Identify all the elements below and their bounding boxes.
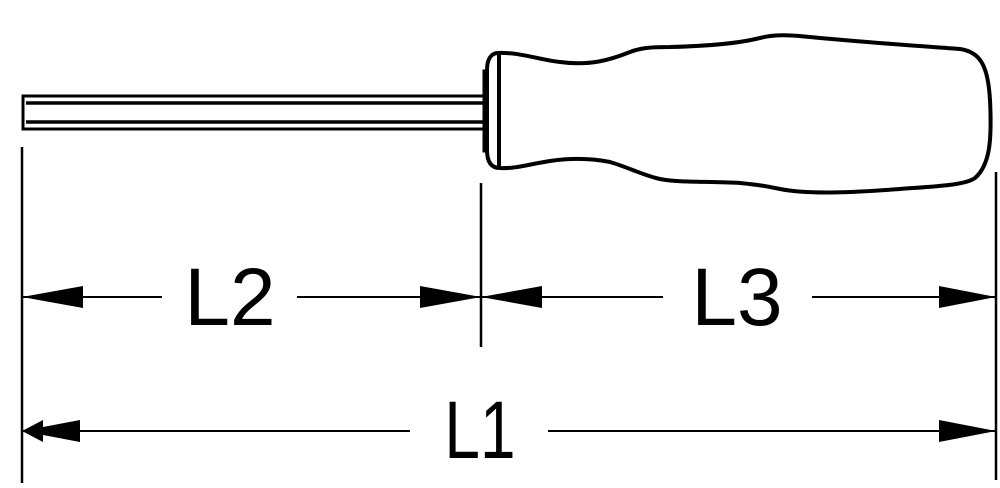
handle: [485, 33, 993, 195]
arrowhead-right-icon: [420, 286, 481, 308]
arrowhead-right-icon: [939, 286, 996, 308]
label-l2: L2: [184, 252, 275, 343]
dimension-l2: L2: [22, 252, 481, 343]
extension-lines: [20, 147, 998, 483]
dimension-l1: L1: [22, 383, 996, 476]
shaft: [21, 94, 487, 131]
label-l1: L1: [444, 383, 515, 476]
arrowhead-left-icon: [481, 286, 542, 308]
dimension-l3: L3: [481, 252, 996, 343]
label-l3: L3: [691, 252, 782, 343]
arrowhead-left-icon: [22, 286, 83, 308]
